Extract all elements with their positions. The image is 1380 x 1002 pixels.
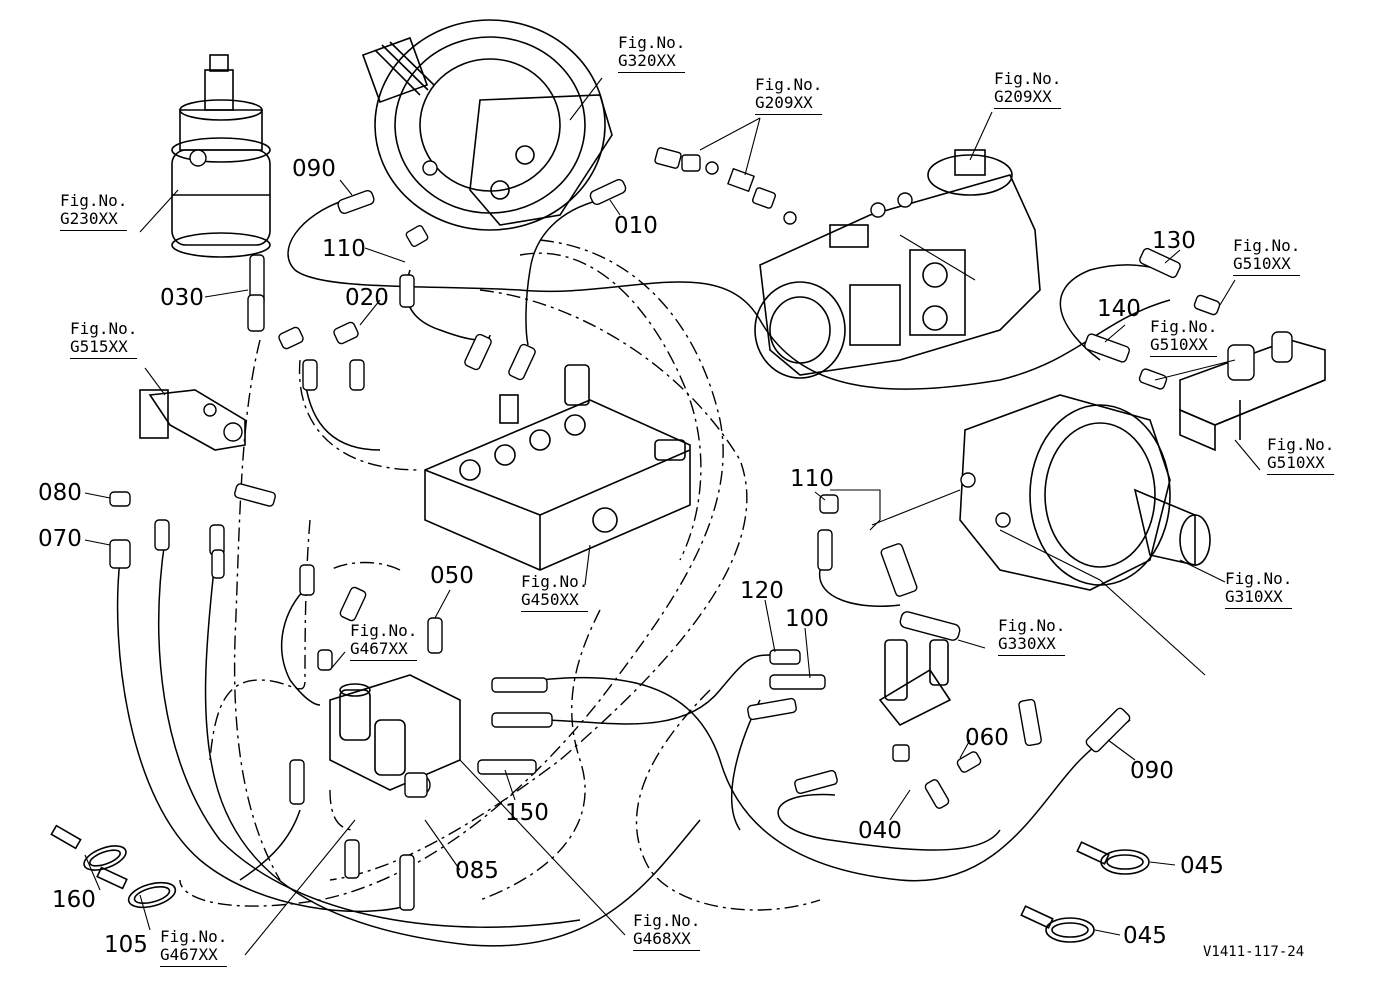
fig-ref-g330: Fig.No.G330XX bbox=[998, 616, 1066, 656]
route-line-3 bbox=[329, 289, 748, 881]
part-label-120: 120 bbox=[740, 578, 784, 604]
part-label-080: 080 bbox=[38, 480, 82, 506]
drawing-id: V1411-117-24 bbox=[1203, 944, 1305, 960]
part-label-045-lower: 045 bbox=[1123, 923, 1167, 949]
hose-bracket-bottom bbox=[777, 793, 1001, 851]
route-line-8 bbox=[479, 609, 601, 901]
part-label-090-upper: 090 bbox=[292, 156, 336, 182]
hose-center-right bbox=[499, 676, 1131, 882]
hose-left-outer bbox=[158, 539, 581, 928]
fig-ref-g209-pump: Fig.No.G209XX bbox=[994, 69, 1062, 109]
part-label-060: 060 bbox=[965, 725, 1009, 751]
fig-ref-g310: Fig.No.G310XX bbox=[1225, 569, 1293, 609]
fig-ref-g510-a: Fig.No.G510XX bbox=[1233, 236, 1301, 276]
part-label-020: 020 bbox=[345, 285, 389, 311]
hose-clamps bbox=[50, 824, 1150, 943]
hose-left-main bbox=[204, 559, 701, 947]
pilot-valve bbox=[329, 674, 461, 798]
hose-110-lower bbox=[819, 569, 901, 607]
manifold-block-right bbox=[1179, 331, 1326, 452]
part-label-010: 010 bbox=[614, 213, 658, 239]
part-label-050: 050 bbox=[430, 563, 474, 589]
route-line-6 bbox=[209, 519, 311, 761]
manifold-block-left bbox=[139, 389, 246, 451]
part-label-070: 070 bbox=[38, 526, 82, 552]
hose-left-return bbox=[116, 559, 411, 913]
fig-ref-g510-c: Fig.No.G510XX bbox=[1267, 435, 1335, 475]
hose-g467-lower bbox=[239, 809, 301, 881]
fig-ref-g230: Fig.No.G230XX bbox=[60, 191, 128, 231]
line-filter bbox=[171, 54, 271, 258]
route-line-4 bbox=[519, 252, 702, 561]
hose-center-small bbox=[539, 654, 771, 725]
fig-ref-g450: Fig.No.G450XX bbox=[521, 572, 589, 612]
part-label-030: 030 bbox=[160, 285, 204, 311]
hose-manifold-lower bbox=[1059, 264, 1156, 361]
fig-ref-g209-fittings: Fig.No.G209XX bbox=[755, 75, 823, 115]
hose-block-valve bbox=[304, 379, 381, 451]
hose-motor-valve bbox=[405, 269, 491, 341]
hose-pump-valve-1 bbox=[525, 199, 601, 346]
hydraulic-pump bbox=[754, 149, 1041, 379]
part-label-100: 100 bbox=[785, 606, 829, 632]
hose-motor-to-manifold bbox=[287, 199, 1171, 390]
part-label-130: 130 bbox=[1152, 228, 1196, 254]
route-line-1 bbox=[298, 359, 421, 471]
travel-motor-upper bbox=[361, 19, 613, 231]
hose-g467-left bbox=[281, 584, 321, 706]
leader-lines bbox=[84, 77, 1261, 956]
part-label-105: 105 bbox=[104, 932, 148, 958]
part-label-160: 160 bbox=[52, 887, 96, 913]
hose-fittings bbox=[109, 178, 1221, 911]
valve-bracket bbox=[878, 611, 961, 727]
part-label-110-lower: 110 bbox=[790, 466, 834, 492]
fig-ref-g467-upper: Fig.No.G467XX bbox=[350, 621, 418, 661]
fig-ref-g467-lower: Fig.No.G467XX bbox=[160, 927, 228, 967]
fig-ref-g320: Fig.No.G320XX bbox=[618, 33, 686, 73]
route-line-9 bbox=[635, 689, 821, 911]
fig-ref-g510-b: Fig.No.G510XX bbox=[1150, 317, 1218, 357]
fig-ref-g515: Fig.No.G515XX bbox=[70, 319, 138, 359]
part-label-140: 140 bbox=[1097, 296, 1141, 322]
pump-fittings bbox=[654, 147, 797, 225]
part-label-150: 150 bbox=[505, 800, 549, 826]
travel-motor-lower bbox=[959, 394, 1211, 591]
part-label-085: 085 bbox=[455, 858, 499, 884]
control-valve bbox=[424, 364, 691, 571]
route-line-7 bbox=[329, 561, 401, 571]
route-line-10 bbox=[329, 789, 356, 831]
part-label-110-upper: 110 bbox=[322, 236, 366, 262]
part-label-045-upper: 045 bbox=[1180, 853, 1224, 879]
route-line-5 bbox=[233, 339, 281, 881]
fig-ref-g468: Fig.No.G468XX bbox=[633, 911, 701, 951]
part-label-090-lower: 090 bbox=[1130, 758, 1174, 784]
part-label-040: 040 bbox=[858, 818, 902, 844]
